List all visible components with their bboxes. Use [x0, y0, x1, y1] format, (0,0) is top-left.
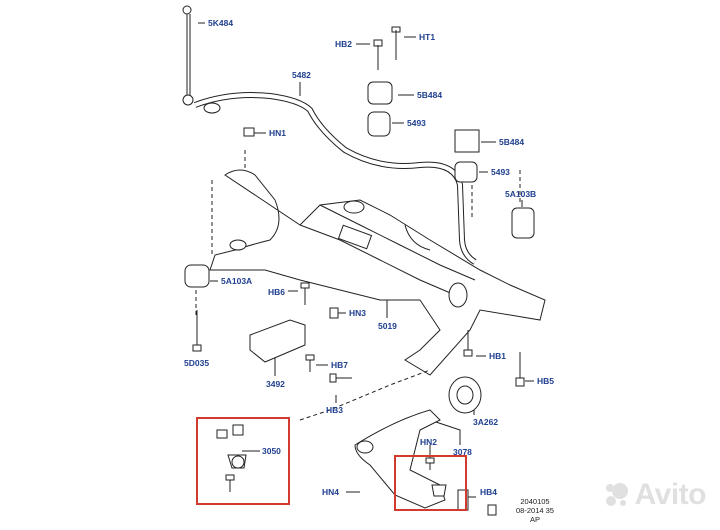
bolt-parts	[192, 282, 525, 516]
callout-hn4: HN4	[322, 487, 340, 497]
callout-5a103b: 5A103B	[505, 189, 537, 199]
callout-ht1: HT1	[419, 32, 436, 42]
callout-hn3: HN3	[349, 308, 367, 318]
reference-code: AP	[529, 515, 540, 524]
callout-hb1: HB1	[489, 351, 507, 361]
avito-logo-text: Avito	[634, 478, 707, 511]
subframe-part	[209, 169, 546, 376]
reference-number: 2040105	[520, 497, 550, 506]
highlight-box-control-arm-joint	[394, 455, 467, 511]
stabilizer-link-part	[182, 5, 194, 106]
reference-date: 08-2014 35	[516, 506, 554, 515]
bushing-parts	[184, 81, 535, 288]
callout-3a262: 3A262	[473, 417, 499, 427]
callout-5019: 5019	[378, 321, 397, 331]
fastener-parts-top	[243, 26, 401, 137]
callout-hn2: HN2	[420, 437, 438, 447]
callout-5482: 5482	[292, 70, 311, 80]
bracket-part	[249, 319, 306, 363]
callout-hb7: HB7	[331, 360, 349, 370]
callout-hb5: HB5	[537, 376, 555, 386]
callout-hb6: HB6	[268, 287, 286, 297]
callout-hb4: HB4	[480, 487, 498, 497]
stabilizer-bar-part	[193, 92, 477, 265]
leader-lines	[195, 150, 521, 421]
callout-5d035: 5D035	[184, 358, 210, 368]
avito-logo-icon	[605, 483, 628, 506]
callout-3078: 3078	[453, 447, 472, 457]
callout-5k484: 5K484	[208, 18, 234, 28]
callout-hb2: HB2	[335, 39, 353, 49]
callout-5b484-a: 5B484	[417, 90, 443, 100]
callout-hb3: HB3	[326, 405, 344, 415]
callout-3492: 3492	[266, 379, 285, 389]
callout-5493-b: 5493	[491, 167, 510, 177]
highlight-box-ball-joint	[196, 417, 290, 505]
avito-watermark-logo: Avito	[603, 478, 707, 512]
callout-3050: 3050	[262, 446, 281, 456]
callout-hn1: HN1	[269, 128, 287, 138]
ball-joint-part	[216, 424, 447, 497]
callout-5b484-b: 5B484	[499, 137, 525, 147]
callout-5493-a: 5493	[407, 118, 426, 128]
diagram-reference: 2040105 08-2014 35 AP	[516, 497, 554, 524]
control-arm-part	[354, 376, 482, 511]
callout-5a103a: 5A103A	[221, 276, 253, 286]
